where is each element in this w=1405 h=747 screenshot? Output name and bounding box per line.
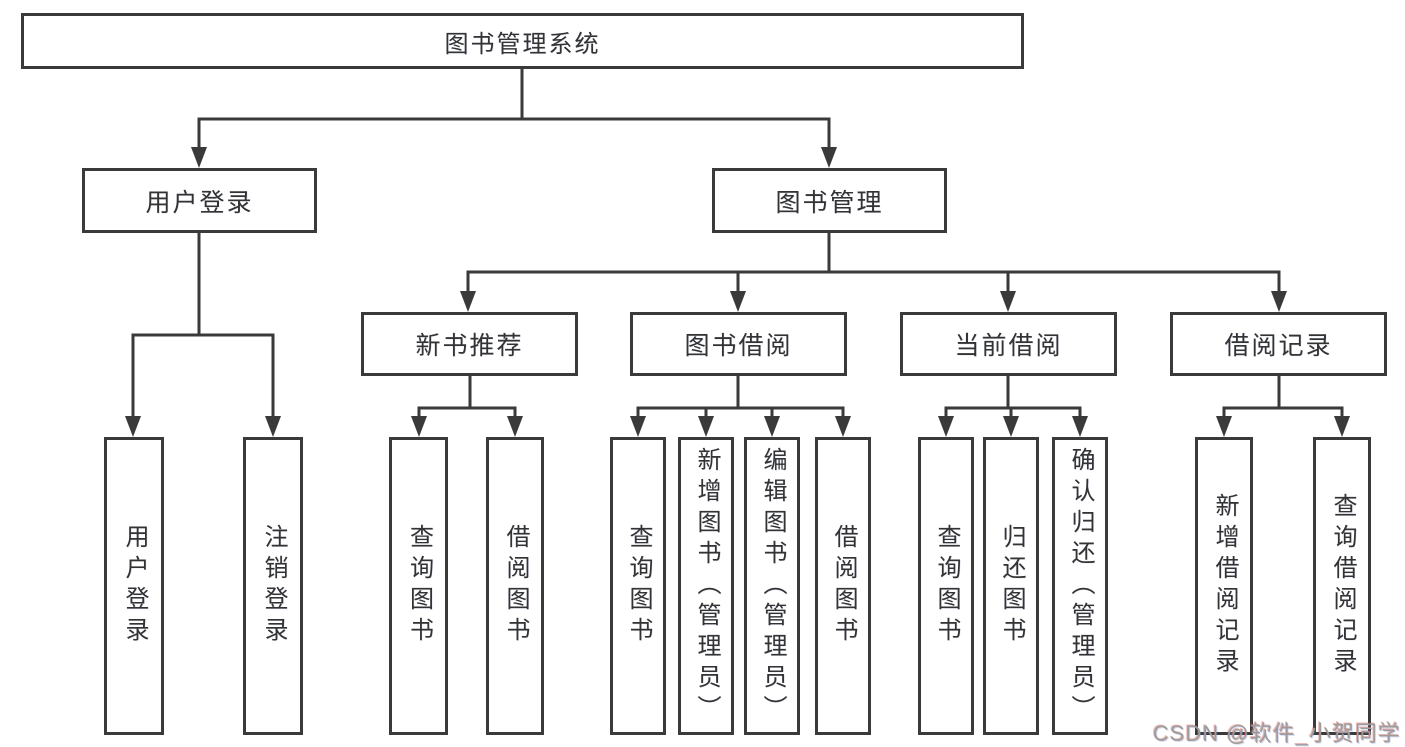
arrowhead-icon: [1000, 291, 1016, 312]
edges-new-book-recommend-children: [411, 376, 523, 437]
node-user-login: 用户登录: [82, 168, 317, 233]
edge-line: [944, 376, 1082, 419]
node-new-book-recommend: 新书推荐: [361, 312, 578, 376]
leaf-query-books-recommend: 查询图书: [389, 437, 448, 735]
leaf-confirm-return-admin: 确认归还（管理员）: [1052, 437, 1108, 735]
arrowhead-icon: [821, 147, 837, 168]
leaf-user-login: 用户登录: [104, 437, 164, 735]
arrowhead-icon: [764, 416, 780, 437]
arrowhead-icon: [460, 291, 476, 312]
arrowhead-icon: [835, 416, 851, 437]
arrowhead-icon: [1216, 416, 1232, 437]
leaf-add-borrow-record: 新增借阅记录: [1195, 437, 1253, 735]
node-current-borrow: 当前借阅: [900, 312, 1117, 376]
edge-line: [131, 233, 275, 419]
leaf-borrow-books-borrow: 借阅图书: [815, 437, 871, 735]
node-library-management-system: 图书管理系统: [21, 13, 1024, 69]
edge-line: [1222, 376, 1344, 419]
edges-user-login-children: [125, 233, 281, 437]
edge-line: [197, 69, 831, 150]
arrowhead-icon: [1003, 416, 1019, 437]
edge-line: [417, 376, 517, 419]
arrowhead-icon: [1334, 416, 1350, 437]
edges-book-management-children: [460, 233, 1287, 312]
arrowhead-icon: [730, 291, 746, 312]
edge-line: [636, 376, 845, 419]
arrowhead-icon: [698, 416, 714, 437]
edges-borrow-records-children: [1216, 376, 1350, 437]
leaf-query-books-borrow: 查询图书: [610, 437, 666, 735]
arrowhead-icon: [265, 416, 281, 437]
arrowhead-icon: [125, 416, 141, 437]
leaf-query-books-current: 查询图书: [918, 437, 974, 735]
leaf-add-books-admin: 新增图书（管理员）: [678, 437, 734, 735]
leaf-edit-books-admin: 编辑图书（管理员）: [744, 437, 800, 735]
arrowhead-icon: [938, 416, 954, 437]
leaf-logout: 注销登录: [243, 437, 303, 735]
node-book-borrow: 图书借阅: [630, 312, 847, 376]
arrowhead-icon: [1271, 291, 1287, 312]
arrowhead-icon: [1072, 416, 1088, 437]
edges-root-to-level2: [191, 69, 837, 168]
leaf-return-books: 归还图书: [983, 437, 1039, 735]
node-borrow-records: 借阅记录: [1170, 312, 1387, 376]
leaf-borrow-books-recommend: 借阅图书: [486, 437, 544, 735]
edges-current-borrow-children: [938, 376, 1088, 437]
arrowhead-icon: [630, 416, 646, 437]
arrowhead-icon: [507, 416, 523, 437]
node-book-management: 图书管理: [712, 168, 947, 233]
leaf-query-borrow-record: 查询借阅记录: [1313, 437, 1371, 735]
edge-line: [466, 233, 1281, 294]
edges-book-borrow-children: [630, 376, 851, 437]
arrowhead-icon: [411, 416, 427, 437]
csdn-watermark: CSDN @软件_小贺同学: [1152, 721, 1401, 746]
arrowhead-icon: [191, 147, 207, 168]
